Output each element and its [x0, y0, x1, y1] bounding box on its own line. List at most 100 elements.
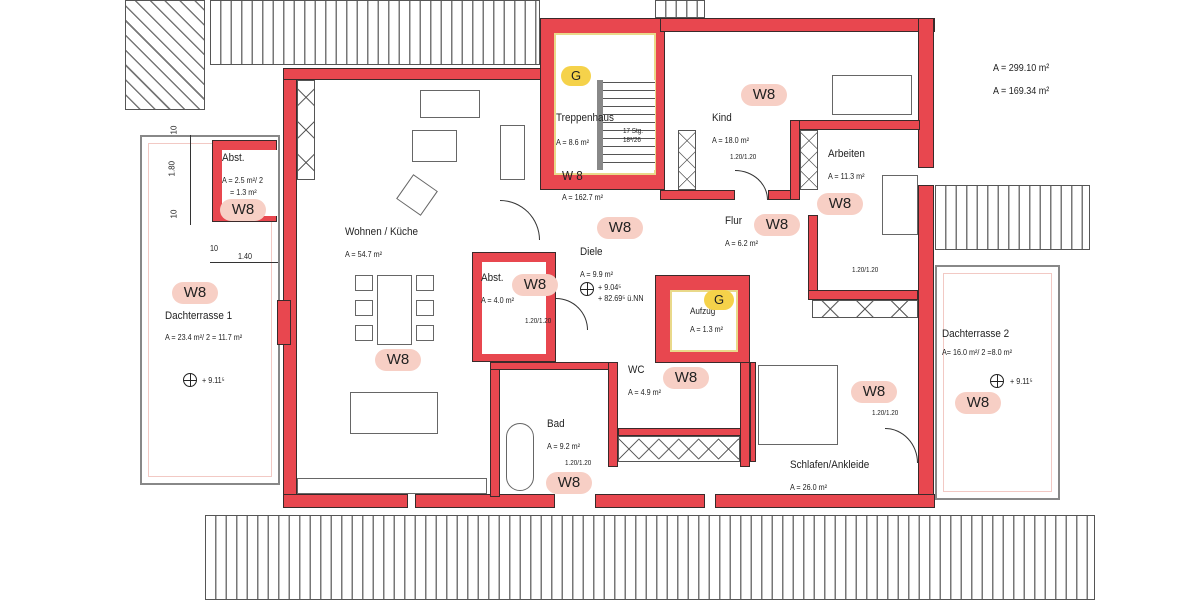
kitchen-counter [297, 478, 487, 494]
wardrobe [812, 300, 918, 318]
door [556, 298, 588, 330]
chair [416, 275, 434, 291]
chair [355, 300, 373, 316]
wall [283, 68, 545, 80]
wardrobe [618, 436, 740, 462]
roof-bottom [205, 515, 1095, 600]
w8-badge: W8 [741, 84, 787, 106]
room-name: Abst. [481, 272, 504, 284]
room-area: A = 26.0 m² [790, 483, 828, 492]
dimension: 1.80 [167, 160, 177, 177]
roof-top-right [655, 0, 705, 18]
desk [882, 175, 918, 235]
room-name: Treppenhaus [556, 112, 614, 124]
roof-top-left [210, 0, 540, 65]
dimension-line [190, 135, 191, 225]
wall [740, 362, 750, 467]
dining-table [377, 275, 412, 345]
room-name: WC [628, 364, 645, 376]
g-badge: G [561, 66, 591, 86]
chair [355, 275, 373, 291]
wardrobe [678, 130, 696, 190]
dimension: 1.40 [238, 252, 253, 261]
level-marker-icon [990, 374, 1004, 388]
wall [808, 215, 818, 300]
dimension-line [210, 262, 278, 263]
w8-badge: W8 [817, 193, 863, 215]
chair [416, 300, 434, 316]
room-name: Schlafen/Ankleide [790, 459, 870, 471]
wall [618, 428, 750, 436]
wall [283, 494, 408, 508]
stair-rise-label: 18³/26 [623, 137, 641, 144]
room-name: Arbeiten [828, 148, 865, 160]
level-marker-icon [183, 373, 197, 387]
level-value: + 9.11⁵ [202, 376, 225, 385]
w8-badge: W8 [851, 381, 897, 403]
room-name: Abst. [222, 152, 245, 164]
sofa-side [500, 125, 525, 180]
bathtub [506, 423, 534, 491]
w8-badge: W8 [955, 392, 1001, 414]
window-label: 1.20/1.20 [730, 154, 757, 161]
window-label: 1.20/1.20 [565, 460, 592, 467]
w8-badge: W8 [663, 367, 709, 389]
stair-steps-label: 17 Stg. [623, 128, 643, 135]
wall [490, 362, 616, 370]
wall [790, 120, 920, 130]
w8-badge: W8 [172, 282, 218, 304]
window-label: 1.20/1.20 [852, 267, 879, 274]
level-value: + 9.11⁵ [1010, 377, 1033, 386]
wall [790, 120, 800, 200]
room-area: A = 9.9 m² [580, 270, 614, 279]
room-name: Wohnen / Küche [345, 226, 419, 238]
level-value: + 82.69⁵ ü.NN [598, 294, 644, 303]
bed [832, 75, 912, 115]
wall [490, 362, 500, 497]
w8-badge: W8 [546, 472, 592, 494]
w8-badge: W8 [375, 349, 421, 371]
door [500, 200, 540, 240]
room-area: A = 18.0 m² [712, 136, 750, 145]
room-area: A = 4.0 m² [481, 296, 515, 305]
room-name: Dachterrasse 2 [942, 328, 1010, 340]
door [885, 428, 918, 463]
wardrobe [800, 130, 818, 190]
total-area: A = 169.34 m² [993, 86, 1050, 97]
level-marker-icon [580, 282, 594, 296]
terrace-2 [935, 265, 1060, 500]
bed [758, 365, 838, 445]
total-area: A = 299.10 m² [993, 63, 1050, 74]
room-name: Aufzug [690, 306, 716, 316]
room-area: A = 54.7 m² [345, 250, 383, 259]
wardrobe [297, 80, 315, 180]
wall [918, 185, 934, 505]
armchair [396, 174, 438, 216]
kitchen-island [350, 392, 438, 434]
room-name: Bad [547, 418, 565, 430]
wall [715, 494, 935, 508]
wall [277, 300, 291, 345]
room-area: A = 8.6 m² [556, 138, 590, 147]
dimension: 10 [169, 209, 179, 219]
room-area: A= 16.0 m²/ 2 =8.0 m² [942, 348, 1013, 357]
w8-badge: W8 [512, 274, 558, 296]
wall [660, 18, 935, 32]
wall [608, 362, 618, 467]
wall [808, 290, 918, 300]
wall [918, 18, 934, 168]
wall [415, 494, 555, 508]
window-label: 1.20/1.20 [872, 410, 899, 417]
roof-right [935, 185, 1090, 250]
dimension: 10 [169, 125, 179, 135]
room-area: = 1.3 m² [230, 188, 257, 197]
w8-badge: W8 [754, 214, 800, 236]
w8-badge: W8 [220, 199, 266, 221]
room-area: A = 4.9 m² [628, 388, 662, 397]
dimension: 10 [210, 244, 219, 253]
room-area: A = 2.5 m²/ 2 [222, 176, 264, 185]
chair [355, 325, 373, 341]
chair [416, 325, 434, 341]
room-area: A = 11.3 m² [828, 172, 865, 181]
room-area: A = 1.3 m² [690, 325, 724, 334]
